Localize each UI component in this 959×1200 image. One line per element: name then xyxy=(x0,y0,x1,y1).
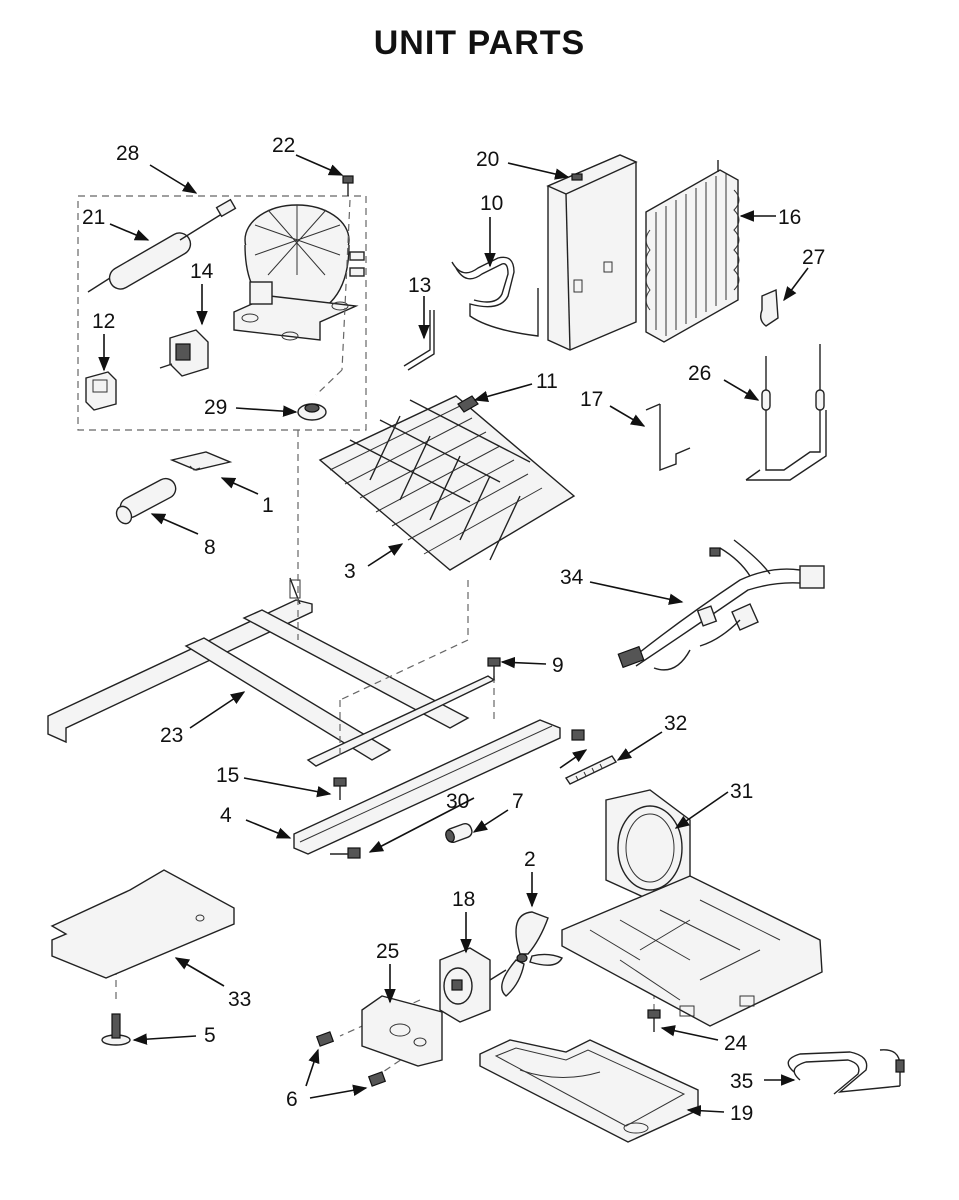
fan-shroud-part xyxy=(561,789,823,1027)
insulation-tube-part xyxy=(115,477,177,525)
bracket-1-part xyxy=(169,451,233,471)
bushing-part xyxy=(445,822,473,844)
callout-28: 28 xyxy=(116,142,139,165)
page-title: UNIT PARTS xyxy=(373,24,586,62)
fan-motor-part xyxy=(439,947,507,1023)
callout-35: 35 xyxy=(730,1070,753,1093)
callout-5: 5 xyxy=(204,1024,216,1047)
screw-9-part xyxy=(487,657,501,680)
heater-35-part xyxy=(787,1049,905,1095)
callout-4: 4 xyxy=(220,804,232,827)
compressor-part xyxy=(233,204,365,341)
leveling-leg-part xyxy=(101,1013,131,1046)
callout-12: 12 xyxy=(92,310,115,333)
condenser-part xyxy=(645,160,740,343)
relay-part xyxy=(159,329,209,377)
drier-part xyxy=(87,198,237,293)
callout-20: 20 xyxy=(476,148,499,171)
fan-bracket-part xyxy=(361,995,443,1067)
callout-15: 15 xyxy=(216,764,239,787)
callout-7: 7 xyxy=(512,790,524,813)
tape-32-part xyxy=(564,755,618,785)
tube-26-part xyxy=(745,344,827,481)
callout-6a: 6 xyxy=(286,1088,298,1111)
callout-2: 2 xyxy=(524,848,536,871)
rail-4-part xyxy=(293,719,561,855)
callout-34: 34 xyxy=(560,566,584,589)
tube-10-part xyxy=(451,256,539,337)
callout-32: 32 xyxy=(664,712,687,735)
callout-18: 18 xyxy=(452,888,475,911)
screw-22-part xyxy=(342,175,354,196)
callout-30: 30 xyxy=(446,790,469,813)
callout-21: 21 xyxy=(82,206,105,229)
callout-13: 13 xyxy=(408,274,431,297)
compressor-group-outline xyxy=(77,195,367,431)
screw-30-part xyxy=(330,729,585,859)
callout-3: 3 xyxy=(344,560,356,583)
callout-19: 19 xyxy=(730,1102,753,1125)
callout-24: 24 xyxy=(724,1032,748,1055)
tube-13-part xyxy=(403,310,435,371)
clip-27-part xyxy=(759,288,779,327)
wire-harness-part xyxy=(617,539,825,671)
callout-22: 22 xyxy=(272,134,295,157)
overload-part xyxy=(85,371,117,411)
callout-8: 8 xyxy=(204,536,216,559)
callout-27: 27 xyxy=(802,246,825,269)
fan-blade-part xyxy=(501,911,563,997)
callout-1: 1 xyxy=(262,494,274,517)
base-frame-part xyxy=(47,577,496,767)
callout-9: 9 xyxy=(552,654,564,677)
callout-25: 25 xyxy=(376,940,399,963)
callout-26: 26 xyxy=(688,362,711,385)
callout-14: 14 xyxy=(190,260,214,283)
callout-17: 17 xyxy=(580,388,603,411)
callout-29: 29 xyxy=(204,396,227,419)
callout-labels: 28 22 21 14 12 29 20 10 16 27 13 11 17 2… xyxy=(82,134,825,1125)
plate-33-part xyxy=(50,869,235,979)
screw-15-part xyxy=(333,777,347,800)
callout-11: 11 xyxy=(536,370,558,393)
screw-24-part xyxy=(647,1009,661,1032)
callout-31: 31 xyxy=(730,780,753,803)
evaporator-cover-part xyxy=(546,154,638,351)
evaporator-coil-part xyxy=(318,395,576,571)
drain-pan-part xyxy=(479,1039,699,1143)
callout-10: 10 xyxy=(480,192,503,215)
callout-23: 23 xyxy=(160,724,183,747)
callout-33: 33 xyxy=(228,988,251,1011)
callout-16: 16 xyxy=(778,206,801,229)
callout-leaders xyxy=(98,154,809,1117)
bracket-17-part xyxy=(645,403,691,472)
grommet-part xyxy=(297,199,351,421)
screw-6-part xyxy=(315,1031,387,1087)
